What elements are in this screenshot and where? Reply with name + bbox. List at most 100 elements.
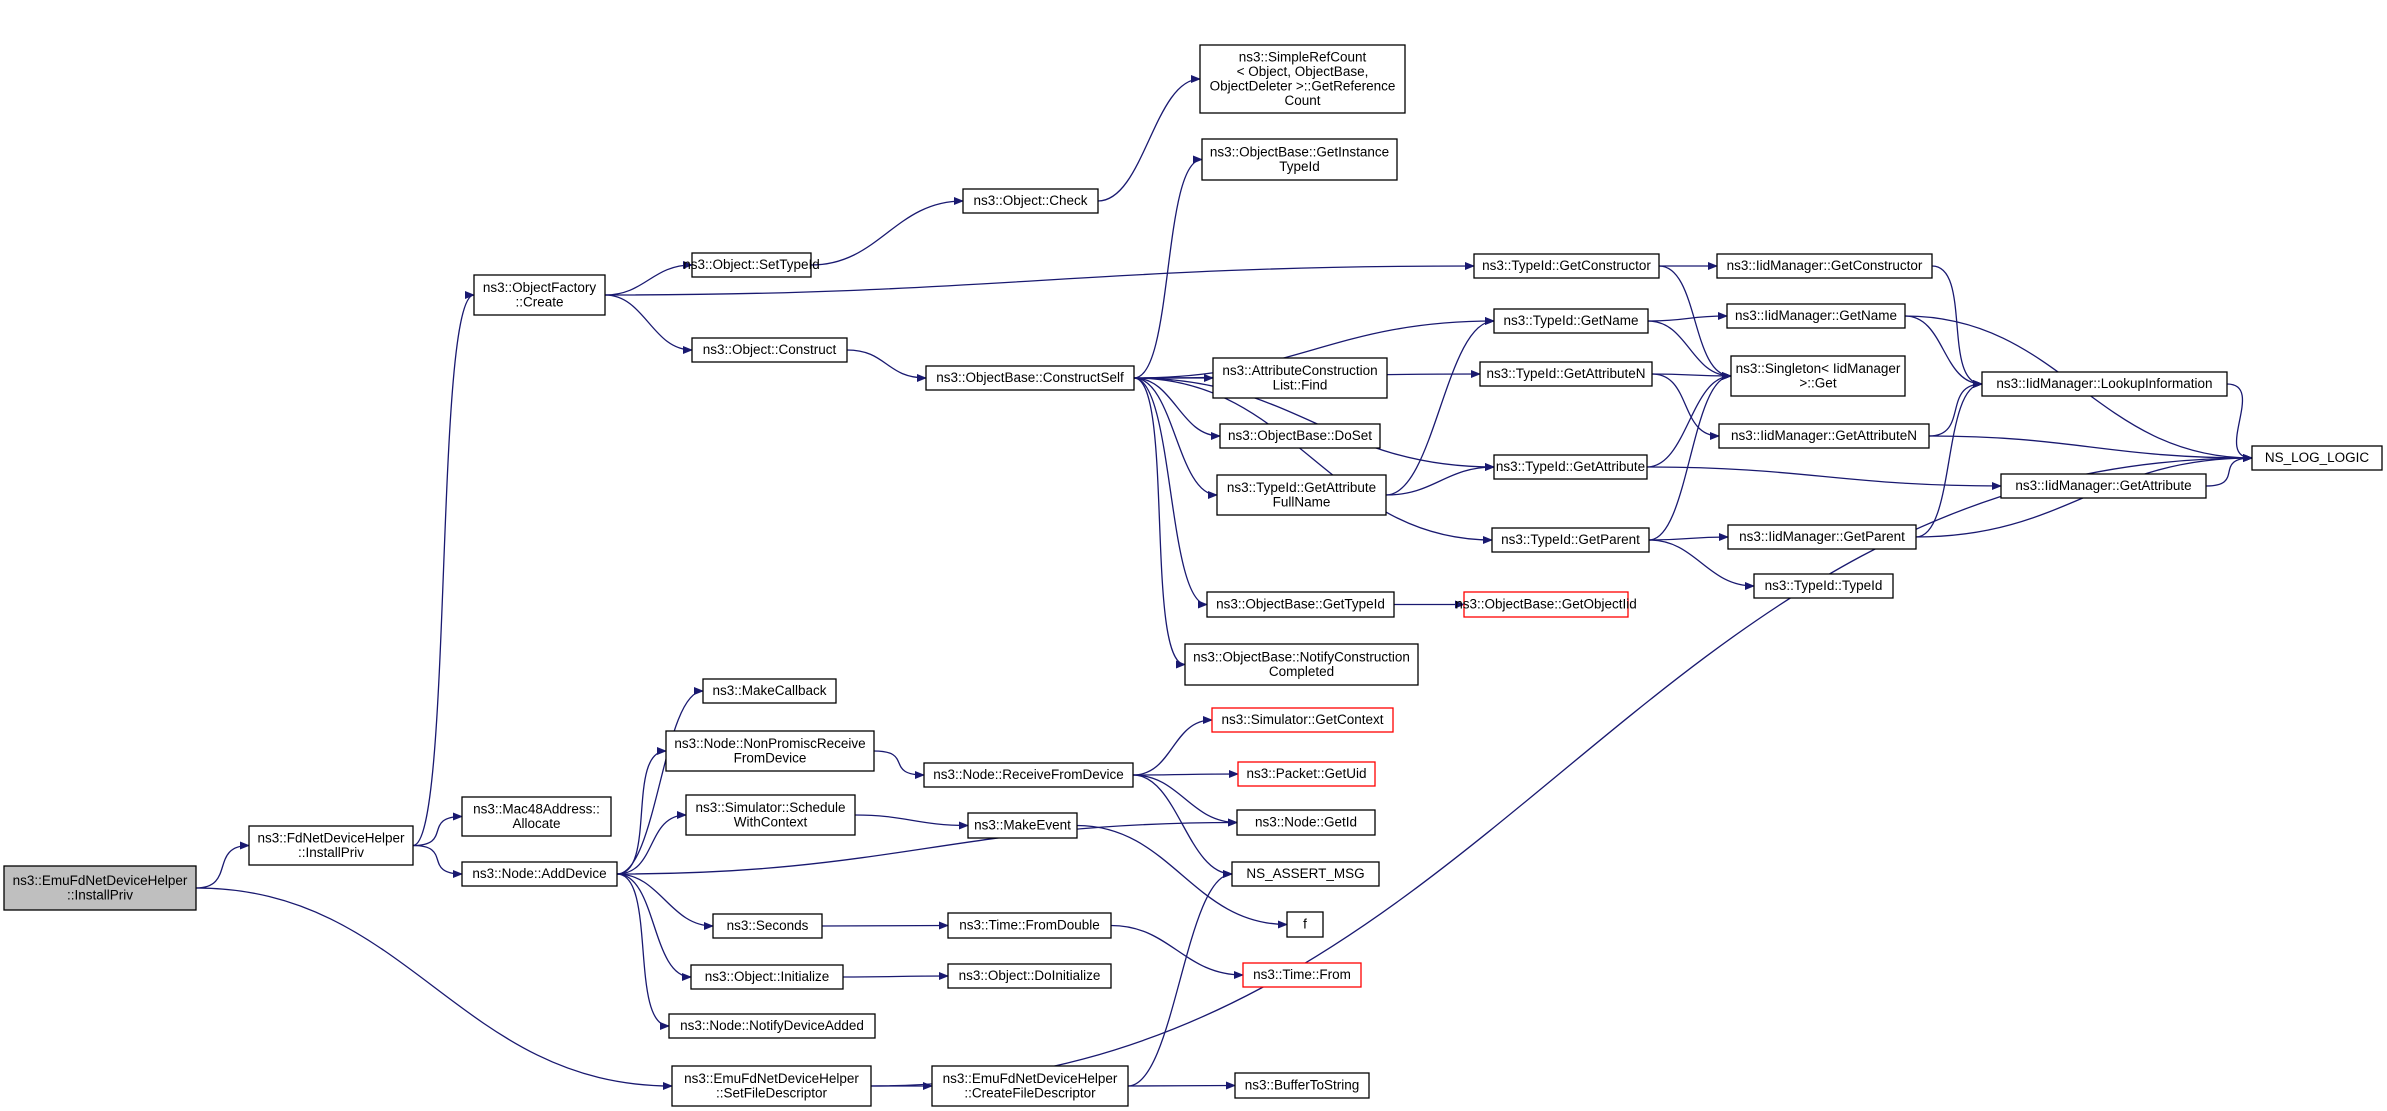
graph-node[interactable]: ns3::Seconds: [712, 913, 823, 939]
node-box[interactable]: [473, 274, 606, 316]
node-box[interactable]: [1493, 454, 1648, 480]
node-box[interactable]: [248, 825, 414, 866]
node-box[interactable]: [925, 365, 1135, 391]
graph-node[interactable]: ns3::Object::DoInitialize: [947, 963, 1112, 989]
node-box[interactable]: [671, 1065, 872, 1107]
graph-node[interactable]: ns3::Packet::GetUid: [1237, 761, 1376, 787]
node-box[interactable]: [1234, 1072, 1370, 1099]
graph-node[interactable]: ns3::Object::Initialize: [690, 964, 844, 990]
graph-node[interactable]: ns3::TypeId::GetConstructor: [1473, 253, 1660, 279]
graph-node[interactable]: ns3::TypeId::TypeId: [1753, 573, 1894, 599]
node-box[interactable]: [702, 678, 837, 704]
graph-node[interactable]: ns3::IidManager::LookupInformation: [1981, 371, 2228, 397]
node-box[interactable]: [1236, 809, 1376, 836]
node-box[interactable]: [1216, 474, 1387, 516]
node-box[interactable]: [3, 865, 197, 911]
graph-node[interactable]: ns3::Object::SetTypeId: [683, 252, 820, 278]
graph-node[interactable]: ns3::TypeId::GetName: [1493, 308, 1649, 334]
graph-node[interactable]: NS_LOG_LOGIC: [2251, 445, 2383, 471]
node-box[interactable]: [1286, 911, 1324, 938]
node-box[interactable]: [461, 796, 612, 837]
node-box[interactable]: [712, 913, 823, 939]
graph-node[interactable]: ns3::ObjectFactory::Create: [473, 274, 606, 316]
node-box[interactable]: [962, 188, 1099, 214]
graph-node[interactable]: ns3::Singleton< IidManager>::Get: [1730, 355, 1906, 397]
node-box[interactable]: [1716, 253, 1933, 279]
node-box[interactable]: [1718, 423, 1930, 449]
node-box[interactable]: [1463, 591, 1629, 618]
node-box[interactable]: [1184, 643, 1419, 686]
graph-node[interactable]: ns3::TypeId::GetAttribute: [1493, 454, 1648, 480]
graph-node[interactable]: ns3::IidManager::GetConstructor: [1716, 253, 1933, 279]
node-box[interactable]: [1242, 962, 1362, 988]
graph-node[interactable]: ns3::Object::Construct: [691, 337, 848, 363]
node-box[interactable]: [1727, 524, 1917, 550]
graph-node[interactable]: ns3::TypeId::GetAttributeN: [1479, 361, 1653, 387]
node-box[interactable]: [690, 964, 844, 990]
node-box[interactable]: [2000, 473, 2207, 499]
graph-node[interactable]: ns3::Time::From: [1242, 962, 1362, 988]
graph-node[interactable]: ns3::IidManager::GetName: [1726, 303, 1906, 329]
graph-node[interactable]: ns3::Node::AddDevice: [461, 861, 618, 887]
graph-node[interactable]: ns3::Node::NotifyDeviceAdded: [668, 1013, 876, 1039]
node-box[interactable]: [923, 762, 1134, 788]
node-box[interactable]: [1237, 761, 1376, 787]
graph-node[interactable]: ns3::ObjectBase::DoSet: [1219, 423, 1381, 449]
node-box[interactable]: [1211, 707, 1394, 733]
graph-node[interactable]: ns3::IidManager::GetParent: [1727, 524, 1917, 550]
node-box[interactable]: [1231, 861, 1380, 887]
graph-node[interactable]: ns3::MakeEvent: [967, 812, 1078, 839]
graph-node[interactable]: ns3::MakeCallback: [702, 678, 837, 704]
node-box[interactable]: [685, 794, 856, 836]
graph-node[interactable]: ns3::Mac48Address::Allocate: [461, 796, 612, 837]
graph-node[interactable]: ns3::Object::Check: [962, 188, 1099, 214]
graph-node[interactable]: ns3::Node::ReceiveFromDevice: [923, 762, 1134, 788]
node-box[interactable]: [691, 337, 848, 363]
graph-node[interactable]: ns3::IidManager::GetAttributeN: [1718, 423, 1930, 449]
graph-node[interactable]: ns3::EmuFdNetDeviceHelper::CreateFileDes…: [931, 1065, 1129, 1107]
node-box[interactable]: [691, 252, 812, 278]
node-box[interactable]: [1212, 357, 1388, 399]
graph-node[interactable]: ns3::Node::GetId: [1236, 809, 1376, 836]
node-box[interactable]: [665, 730, 875, 772]
node-box[interactable]: [1479, 361, 1653, 387]
node-box[interactable]: [931, 1065, 1129, 1107]
node-box[interactable]: [1491, 527, 1650, 553]
graph-node[interactable]: ns3::ObjectBase::GetObjectIid: [1455, 591, 1637, 618]
graph-node[interactable]: f: [1286, 911, 1324, 938]
graph-node[interactable]: ns3::SimpleRefCount< Object, ObjectBase,…: [1199, 44, 1406, 114]
node-box[interactable]: [1726, 303, 1906, 329]
node-box[interactable]: [947, 912, 1112, 939]
node-box[interactable]: [1753, 573, 1894, 599]
graph-node[interactable]: ns3::ObjectBase::GetTypeId: [1206, 591, 1395, 618]
graph-node[interactable]: ns3::Time::FromDouble: [947, 912, 1112, 939]
graph-node[interactable]: ns3::FdNetDeviceHelper::InstallPriv: [248, 825, 414, 866]
node-box[interactable]: [2251, 445, 2383, 471]
graph-node[interactable]: ns3::ObjectBase::ConstructSelf: [925, 365, 1135, 391]
graph-node[interactable]: ns3::EmuFdNetDeviceHelper::SetFileDescri…: [671, 1065, 872, 1107]
node-box[interactable]: [967, 812, 1078, 839]
node-box[interactable]: [1206, 591, 1395, 618]
graph-node[interactable]: ns3::EmuFdNetDeviceHelper::InstallPriv: [3, 865, 197, 911]
graph-node[interactable]: ns3::Simulator::GetContext: [1211, 707, 1394, 733]
node-box[interactable]: [1981, 371, 2228, 397]
node-box[interactable]: [1493, 308, 1649, 334]
node-box[interactable]: [1199, 44, 1406, 114]
graph-node[interactable]: NS_ASSERT_MSG: [1231, 861, 1380, 887]
node-box[interactable]: [668, 1013, 876, 1039]
node-box[interactable]: [461, 861, 618, 887]
graph-node[interactable]: ns3::BufferToString: [1234, 1072, 1370, 1099]
node-box[interactable]: [1201, 138, 1398, 181]
node-box[interactable]: [1473, 253, 1660, 279]
graph-node[interactable]: ns3::TypeId::GetParent: [1491, 527, 1650, 553]
graph-node[interactable]: ns3::ObjectBase::NotifyConstructionCompl…: [1184, 643, 1419, 686]
node-box[interactable]: [1219, 423, 1381, 449]
node-box[interactable]: [947, 963, 1112, 989]
graph-node[interactable]: ns3::IidManager::GetAttribute: [2000, 473, 2207, 499]
node-box[interactable]: [1730, 355, 1906, 397]
